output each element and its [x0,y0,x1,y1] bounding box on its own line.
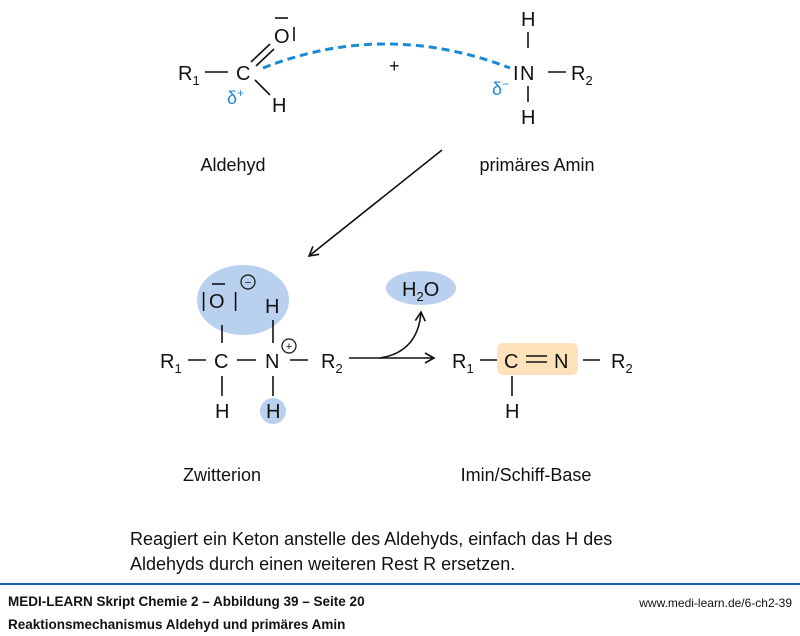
amine-label: primäres Amin [479,155,594,175]
water-highlight [386,271,456,305]
aldehyde-h: H [272,95,286,117]
amine-r2: R2 [571,63,593,88]
note-line-1: Reagiert ein Keton anstelle des Aldehyds… [130,529,613,549]
imine-n: N [554,351,568,373]
positive-charge: + [286,341,292,353]
aldehyde-r1: R1 [178,63,200,88]
aldehyde-molecule: R1 C O H δ+ [178,17,295,117]
zwitterion-o: O [209,291,225,313]
footer-title: MEDI-LEARN Skript Chemie 2 – Abbildung 3… [8,594,365,609]
zwitterion-molecule: | O | − H R1 C N + R2 H H [160,265,343,424]
amine-n: N [520,63,534,85]
plus-sign: + [389,56,400,76]
zwitterion-label: Zwitterion [183,465,261,485]
double-bond [255,48,275,67]
partial-negative-charge: δ− [492,77,509,99]
lone-pair: | [233,290,238,312]
imine-r2: R2 [611,351,633,376]
footer-subtitle: Reaktionsmechanismus Aldehyd und primäre… [8,617,346,632]
imine-molecule: R1 C N R2 H [452,343,633,423]
amine-lone-pair: I [513,63,519,85]
zwitterion-c: C [214,351,228,373]
water-release-arrow [379,310,427,359]
bond [254,79,271,96]
negative-charge-icon [240,274,256,290]
imine-bond-highlight [497,343,578,375]
note-line-2: Aldehyds durch einen weiteren Rest R ers… [130,554,516,574]
zwitterion-n: N [265,351,279,373]
positive-charge-icon [281,338,297,354]
lone-pair: | [201,290,206,312]
amine-h-bottom: H [521,107,535,129]
negative-charge: − [245,277,251,289]
footer-divider [0,583,800,585]
zwitterion-h-c: H [215,401,229,423]
oxyanion-highlight [197,265,289,335]
imine-label: Imin/Schiff-Base [461,465,592,485]
zwitterion-h-proton: H [266,401,280,423]
partial-positive-charge: δ+ [227,86,244,108]
zwitterion-r2: R2 [321,351,343,376]
double-bond [250,43,271,63]
imine-r1: R1 [452,351,474,376]
footer-url[interactable]: www.medi-learn.de/6-ch2-39 [639,596,792,610]
aldehyde-c: C [236,63,250,85]
imine-h: H [505,401,519,423]
amine-h-top: H [521,9,535,31]
proton-highlight [260,398,286,424]
zwitterion-h-n: H [265,296,279,318]
aldehyde-label: Aldehyd [200,155,265,175]
water-molecule: H2O [402,279,439,304]
aldehyde-o: O [274,26,290,48]
note-text: Reagiert ein Keton anstelle des Aldehyds… [130,527,612,577]
reaction-arrow-diagonal [307,149,443,258]
amine-molecule: H I N R2 H δ− [492,9,593,129]
nucleophilic-attack-dashed-arc [262,42,511,70]
zwitterion-r1: R1 [160,351,182,376]
imine-c: C [504,351,518,373]
